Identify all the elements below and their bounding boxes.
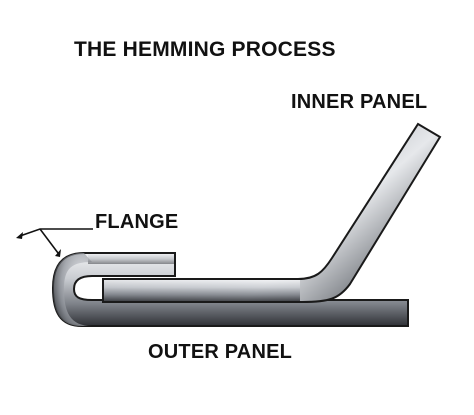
- flange-top-strip: [88, 254, 174, 264]
- inner-panel-shape: [102, 122, 442, 303]
- flange-pointer-line: [19, 228, 93, 237]
- flange-arrow-head-icon: [55, 249, 61, 257]
- flange-arrow-tail-icon: [16, 232, 23, 239]
- flange-pointer-arrow-line: [39, 228, 59, 254]
- flange-label: FLANGE: [95, 211, 179, 233]
- outer-panel-label: OUTER PANEL: [148, 341, 293, 363]
- inner-panel-horizontal-shade: [104, 280, 300, 301]
- inner-panel-label: INNER PANEL: [291, 91, 428, 113]
- hem-bend-shading: [53, 253, 92, 326]
- diagram-title: THE HEMMING PROCESS: [74, 38, 336, 61]
